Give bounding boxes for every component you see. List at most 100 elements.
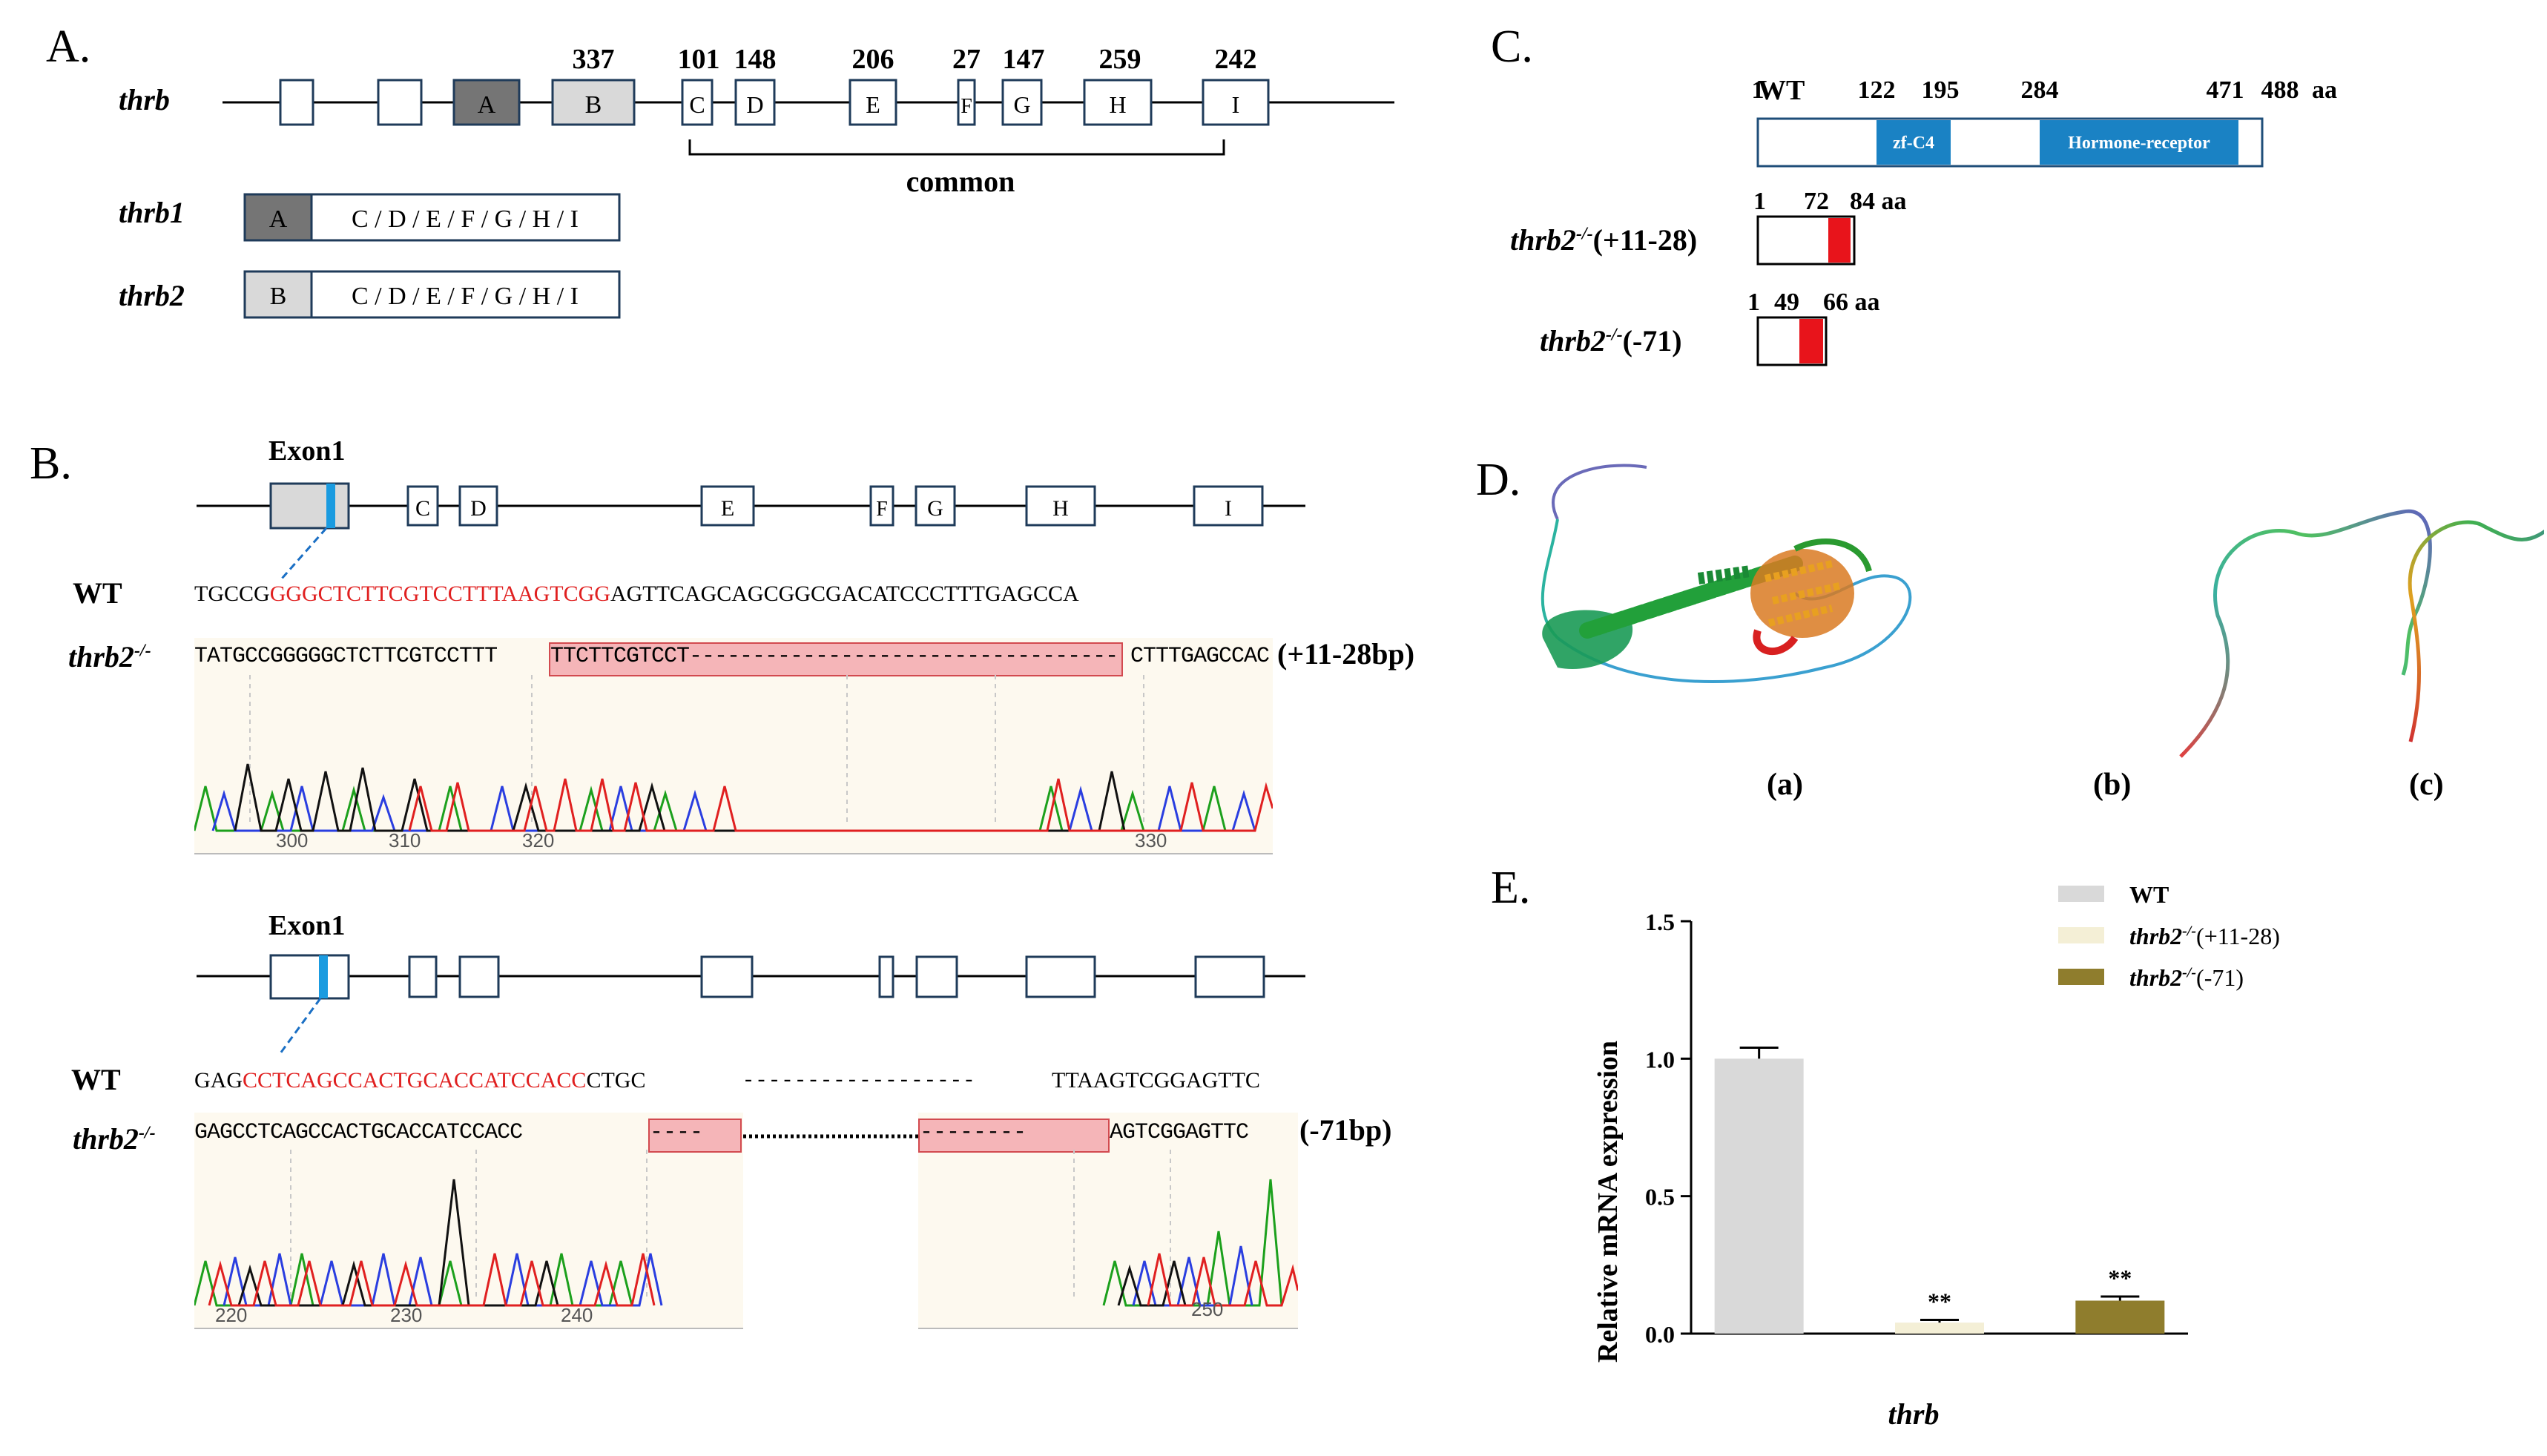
mut1-truncation <box>1828 218 1851 263</box>
exon-length-i: 242 <box>1215 44 1257 75</box>
bottom-mut-seq-right: AGTCGGAGTTC <box>1110 1120 1249 1145</box>
panel-b-top-wt-sequence: TGCCGGGGCTCTTCGTCCTTTAAGTCGGAGTTCAGCAGCG… <box>194 582 1079 607</box>
chart-xlabel: thrb <box>1888 1397 1940 1431</box>
exon-c-label: C <box>415 496 430 521</box>
sublabel-c: (c) <box>2409 768 2444 802</box>
exon-box <box>1025 955 1096 998</box>
exon-a <box>452 79 521 126</box>
panel-b-top-chromatogram: TATGCCGGGGGCTCTTCGTCCTTT TTCTTCGTCCT----… <box>194 638 1273 854</box>
exon-e-label: E <box>721 496 734 521</box>
top-tick-330: 330 <box>1135 829 1167 851</box>
pos-488: 488 <box>2261 76 2299 104</box>
common-bracket <box>688 139 1225 156</box>
exon-length-g: 147 <box>1003 44 1045 75</box>
pos-1: 1 <box>1752 76 1765 104</box>
deletion-dotted-link <box>743 1134 921 1139</box>
exon-c-label: C <box>689 91 705 118</box>
exon-box <box>1025 485 1096 527</box>
bottom-tick-230: 230 <box>390 1304 423 1326</box>
legend-label: thrb2-/-(+11-28) <box>2129 923 2280 949</box>
mut2-pos-66: 66 aa <box>1823 289 1880 316</box>
wt-seq-post: AGTTCAGCAGCGGCGACATCCCTTTGAGCCA <box>610 582 1079 606</box>
exon-box <box>1194 955 1265 998</box>
gene-name-thrb: thrb <box>119 83 170 116</box>
bottom-mut-seq-left: GAGCCTCAGCCACTGCACCATCCACC <box>194 1120 523 1145</box>
mut2-truncation <box>1799 319 1823 363</box>
panel-b-top-wt-label: WT <box>73 576 122 610</box>
top-mutation-label: (+11-28bp) <box>1277 637 1415 671</box>
legend-swatch <box>2058 927 2104 943</box>
wt-seq-target: GGGCTCTTCGTCCTTTAAGTCGG <box>269 582 610 606</box>
mut2-pos-1: 1 <box>1747 289 1760 316</box>
top-chromatogram-traces <box>194 675 1273 832</box>
mut1-pos-72: 72 <box>1804 188 1829 215</box>
exon-e <box>849 79 897 126</box>
chart-y-tick-label: 1.5 <box>1645 909 1675 935</box>
legend-label: thrb2-/-(-71) <box>2129 964 2244 991</box>
exon-box <box>458 485 498 527</box>
panel-b-letter: B. <box>30 438 72 489</box>
chart-significance-label: ** <box>1928 1288 1951 1314</box>
chart-y-tick-label: 0.0 <box>1645 1321 1675 1348</box>
protein-wt-label: WT <box>1758 75 1805 106</box>
isoform-thrb2-rest-label: C / D / E / F / G / H / I <box>352 283 579 310</box>
panel-b-bottom-chromatogram-left: GAGCCTCAGCCACTGCACCATCCACC ---- 220 230 … <box>194 1113 743 1329</box>
exon-d <box>734 79 776 126</box>
exon-length-e: 206 <box>852 44 894 75</box>
exon-box <box>700 485 755 527</box>
legend-swatch <box>2058 886 2104 902</box>
exon-d-label: D <box>746 91 763 118</box>
exon-i <box>1202 79 1270 126</box>
pos-284: 284 <box>2021 76 2059 104</box>
bottom-chromatogram-traces-left <box>194 1150 663 1307</box>
exon1-box <box>269 954 350 1000</box>
panel-b-bottom-wt-label: WT <box>71 1063 121 1096</box>
domain-zf-c4-label: zf-C4 <box>1893 134 1934 153</box>
top-mut-seq-right: CTTTGAGCCAC <box>1130 644 1270 669</box>
panel-b-bottom-mut-label: thrb2-/- <box>73 1122 156 1156</box>
exon-box <box>279 79 314 126</box>
mut1-pos-1: 1 <box>1753 188 1766 215</box>
panel-d-letter: D. <box>1476 455 1521 505</box>
exon-length-h: 259 <box>1099 44 1141 75</box>
isoform-thrb1-first: A <box>269 205 288 233</box>
isoform-thrb1-rest-label: C / D / E / F / G / H / I <box>352 205 579 233</box>
top-mut-seq-left: TATGCCGGGGGCTCTTCGTCCTTT <box>194 644 498 669</box>
pos-122: 122 <box>1858 76 1896 104</box>
bottom-tick-240: 240 <box>561 1304 593 1326</box>
exon-box <box>915 485 956 527</box>
exon-i-label: I <box>1232 91 1240 118</box>
pos-195: 195 <box>1922 76 1960 104</box>
exon-h-label: H <box>1052 496 1069 521</box>
panel-a-letter: A. <box>46 22 91 72</box>
exon-f-label: F <box>961 95 972 118</box>
sublabel-b: (b) <box>2093 768 2132 802</box>
panel-e-bar-chart: 0.00.51.01.5 **** Relative mRNA expressi… <box>1592 909 2188 1431</box>
exon-box <box>406 485 439 527</box>
exon-length-d: 148 <box>734 44 777 75</box>
bottom-wt-gap: - - - - - - - - - - - - - - - - - - <box>745 1067 973 1091</box>
chart-bar <box>2075 1300 2165 1334</box>
mut1-label: thrb2-/-(+11-28) <box>1510 223 1698 257</box>
top-mut-insertion-box: TTCTTCGTCCT-----------------------------… <box>549 642 1123 676</box>
exon-a-label: A <box>478 91 496 119</box>
bottom-mutation-label: (-71bp) <box>1299 1113 1392 1147</box>
chart-y-tick-label: 1.0 <box>1645 1046 1675 1073</box>
pos-aa: aa <box>2312 76 2337 104</box>
isoform-thrb2-exon-b <box>243 270 313 319</box>
exon-h-label: H <box>1109 91 1126 118</box>
sublabel-a: (a) <box>1767 768 1803 802</box>
structure-b <box>2179 509 2432 758</box>
exon-length-f: 27 <box>952 44 981 75</box>
panel-b-top-mut-label: thrb2-/- <box>68 640 151 673</box>
panel-b-top-gene: Exon1 C D E F G H I <box>197 435 1305 579</box>
chart-significance-label: ** <box>2108 1265 2132 1291</box>
exon-box <box>915 955 958 998</box>
isoform-thrb2-name: thrb2 <box>119 279 185 312</box>
exon-length-b: 337 <box>573 44 615 75</box>
exon-g <box>1001 79 1043 126</box>
panel-c-letter: C. <box>1491 22 1533 72</box>
exon-length-c: 101 <box>678 44 720 75</box>
exon1-label-bottom: Exon1 <box>268 910 345 941</box>
exon-g-label: G <box>927 496 943 521</box>
